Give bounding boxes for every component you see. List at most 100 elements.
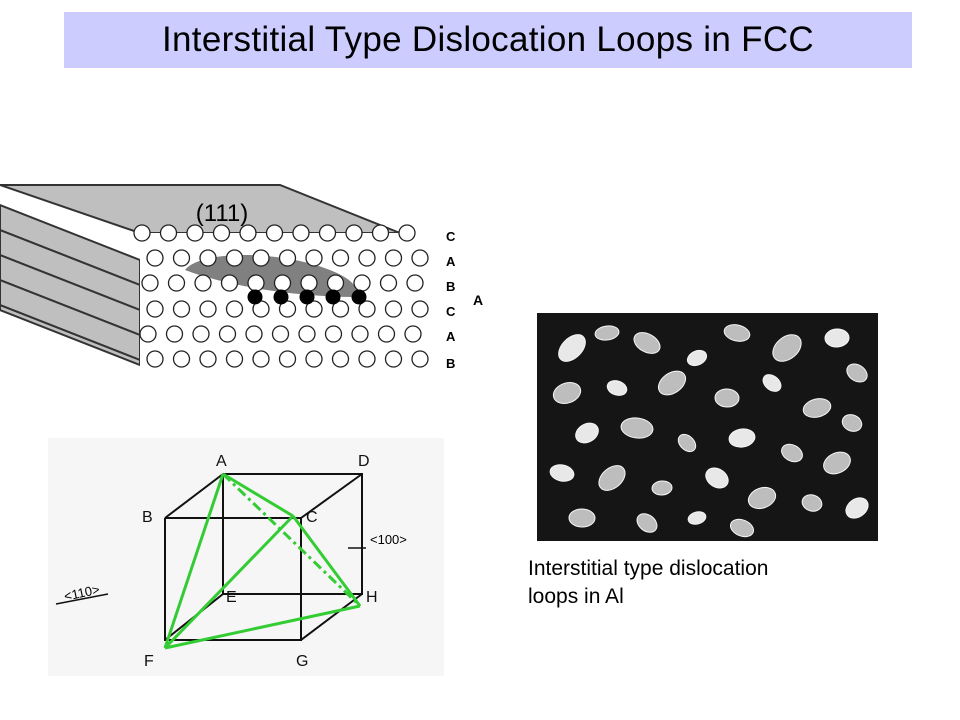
dislocation-loop: [594, 325, 620, 341]
atom: [331, 249, 350, 267]
image-caption: Interstitial type dislocation loops in A…: [528, 555, 928, 611]
caption-line-2: loops in Al: [528, 585, 624, 608]
tem-micrograph: [537, 313, 878, 541]
title-bar: Interstitial Type Dislocation Loops in F…: [64, 12, 912, 68]
atom: [199, 300, 217, 318]
dislocation-loop: [781, 443, 803, 463]
dislocation-loop: [606, 380, 628, 396]
dislocation-loop: [636, 513, 658, 533]
atom: [252, 249, 270, 267]
atom: [245, 325, 263, 343]
dislocation-loop: [728, 428, 756, 448]
atom: [358, 300, 376, 318]
atom: [404, 325, 422, 343]
atom: [212, 224, 231, 242]
atom: [172, 350, 191, 368]
interstitial-atom: [325, 289, 341, 305]
atom: [384, 249, 403, 267]
atom: [146, 249, 164, 267]
vertex-labels: A B C D E F G H: [142, 453, 378, 670]
tetrahedron-edges: [163, 472, 362, 650]
atom: [406, 274, 424, 292]
dislocation-loop: [823, 451, 851, 475]
vertex-label: E: [226, 589, 237, 606]
layer-label: A: [446, 254, 456, 269]
atom: [278, 350, 297, 368]
atom: [133, 224, 151, 242]
direction-110-label: <110>: [63, 582, 101, 604]
vertex-label: C: [306, 509, 318, 526]
direction-110-arrow: [55, 593, 109, 605]
layer-labels: C A B C A B: [446, 229, 456, 371]
atom: [199, 249, 217, 267]
dislocation-loop: [620, 417, 654, 439]
atom: [384, 300, 403, 318]
atom: [411, 249, 429, 267]
dislocation-loop: [824, 328, 850, 348]
dislocation-loop: [651, 480, 673, 496]
atom: [379, 274, 398, 292]
dislocation-loop: [558, 334, 586, 362]
atom: [199, 350, 217, 368]
vertex-label: F: [144, 653, 154, 670]
cube-tetrahedron-diagram: A B C D E F G H <100> <110>: [48, 438, 444, 676]
atom: [331, 350, 350, 368]
slide-title: Interstitial Type Dislocation Loops in F…: [162, 20, 814, 59]
dislocation-loop: [801, 494, 823, 512]
atom: [265, 224, 284, 242]
atom: [411, 300, 429, 318]
vertex-label: D: [358, 453, 370, 470]
atom: [371, 224, 390, 242]
atom: [225, 350, 244, 368]
cube-edges: [164, 473, 363, 641]
atom: [278, 300, 297, 318]
layer-label: B: [446, 356, 455, 371]
dislocation-loop: [729, 518, 755, 538]
atom: [192, 325, 210, 343]
interstitial-atom: [299, 289, 315, 305]
dislocation-loop: [772, 334, 802, 362]
dislocation-loop: [747, 486, 777, 510]
atom: [345, 224, 363, 242]
atom: [165, 325, 184, 343]
atom: [141, 274, 159, 292]
dislocation-loop: [841, 414, 863, 432]
atom: [273, 274, 292, 292]
dislocation-loop: [845, 497, 869, 519]
atom: [298, 325, 316, 343]
interstitial-atom: [273, 289, 289, 305]
dislocation-loop: [677, 433, 697, 453]
atom: [225, 249, 244, 267]
atom: [225, 300, 244, 318]
atom: [358, 249, 376, 267]
atom: [358, 350, 376, 368]
dislocation-loop: [687, 511, 707, 525]
atom: [167, 274, 186, 292]
atom: [331, 300, 350, 318]
interstitial-atom: [247, 289, 263, 305]
atom: [300, 274, 318, 292]
dislocation-loop: [568, 508, 596, 528]
atom: [146, 300, 164, 318]
atom: [247, 274, 265, 292]
atom: [159, 224, 178, 242]
dislocation-loop: [723, 324, 751, 342]
dislocation-loop: [705, 467, 729, 489]
atom: [305, 350, 323, 368]
atom: [318, 224, 337, 242]
layer-label: B: [446, 279, 455, 294]
stacking-diagram: (111) C A B C A B A: [0, 184, 483, 371]
atom-rows: [133, 224, 429, 368]
vertex-label: A: [216, 453, 227, 470]
dislocation-loop: [549, 464, 575, 482]
atom: [172, 249, 191, 267]
direction-100-label: <100>: [370, 532, 407, 547]
atom: [239, 224, 257, 242]
dislocation-loop: [552, 382, 582, 404]
layer-label: C: [446, 229, 456, 244]
inserted-layer-label: A: [473, 292, 483, 308]
atom: [278, 249, 297, 267]
caption-line-1: Interstitial type dislocation: [528, 557, 769, 580]
dislocation-loop: [762, 374, 782, 392]
atom: [271, 325, 290, 343]
